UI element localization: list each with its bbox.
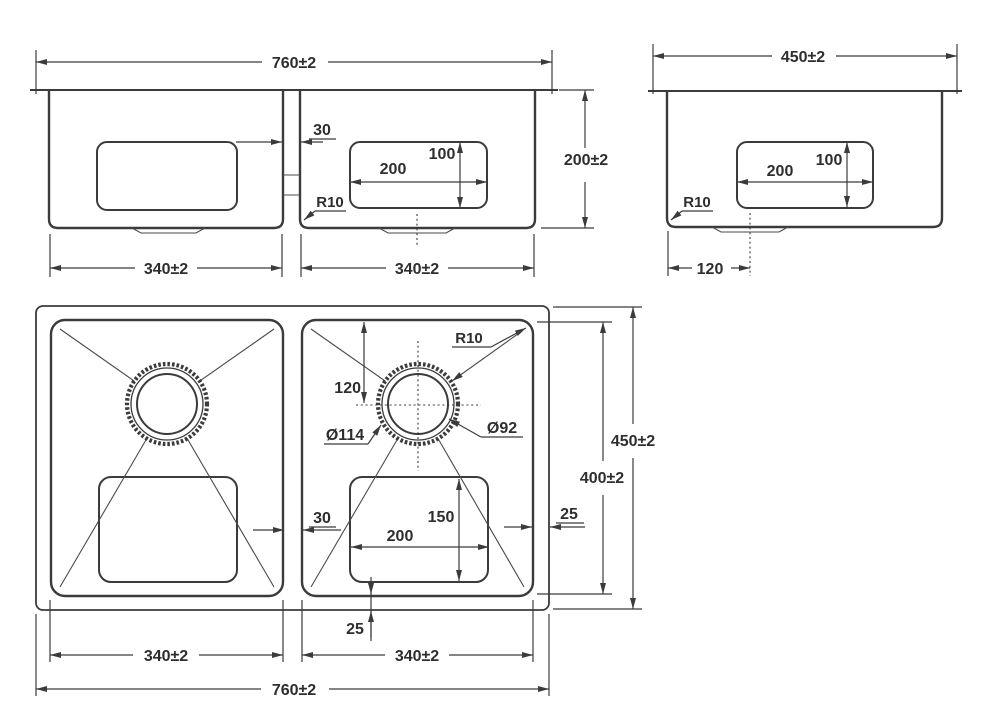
side-corner-radius-dim: R10 <box>683 194 711 211</box>
plan-bowl-depth-dim: 400±2 <box>580 470 624 487</box>
front-drain-panel-width-dim: 200 <box>380 161 407 178</box>
side-bowl-outline <box>665 91 944 229</box>
side-view-outline <box>648 90 962 276</box>
side-overall-depth-dim: 450±2 <box>781 49 825 66</box>
plan-side-margin-dim: 25 <box>560 506 578 523</box>
plan-drain-outer-dia-dim: Ø114 <box>326 427 364 444</box>
plan-bowl-diagonals <box>59 328 525 588</box>
side-view-dimensions: 450±2 200 100 R10 120 <box>652 44 958 278</box>
front-view-dimensions: 760±2 200±2 30 R10 200 100 <box>35 50 608 278</box>
front-left-drain-bump <box>131 227 206 234</box>
side-elevation-view: 450±2 200 100 R10 120 <box>648 44 962 278</box>
plan-overall-width-dim: 760±2 <box>272 682 316 699</box>
side-drain-panel-height-dim: 100 <box>816 152 843 169</box>
plan-left-drain <box>124 361 210 447</box>
front-right-drain-bump <box>378 227 456 234</box>
plan-left-bowl <box>49 318 285 598</box>
plan-right-drain-recess <box>349 476 489 583</box>
front-right-drain-panel <box>349 141 488 209</box>
side-drain-panel-width-dim: 200 <box>767 163 794 180</box>
plan-right-bowl <box>300 318 535 598</box>
plan-left-bowl-width-dim: 340±2 <box>144 648 188 665</box>
plan-view-dimensions: 120 R10 Ø114 Ø92 30 25 150 <box>35 306 655 699</box>
left-drain-inner-ring <box>136 373 198 435</box>
plan-recess-height-dim: 150 <box>428 509 455 526</box>
front-right-bowl-width-dim: 340±2 <box>395 261 439 278</box>
plan-right-bowl-width-dim: 340±2 <box>395 648 439 665</box>
plan-view-outline <box>35 305 550 611</box>
front-height-dim: 200±2 <box>564 152 608 169</box>
plan-sink-outer-rect <box>35 305 550 611</box>
side-drain-offset-dim: 120 <box>697 261 724 278</box>
front-divider-width-dim: 30 <box>313 122 331 139</box>
side-drain-bump <box>711 226 789 233</box>
plan-corner-radius-dim: R10 <box>455 330 483 347</box>
plan-divider-width-dim: 30 <box>313 510 331 527</box>
front-drain-panel-height-dim: 100 <box>429 146 456 163</box>
front-left-bowl-outline <box>47 90 285 230</box>
front-view-outline <box>30 89 558 247</box>
plan-left-drain-recess <box>98 476 238 583</box>
left-drain-outer-ring <box>124 361 210 447</box>
plan-drain-inner-dia-dim: Ø92 <box>487 420 517 437</box>
plan-recess-width-dim: 200 <box>387 528 414 545</box>
plan-drain-offset-dim: 120 <box>334 380 361 397</box>
front-right-bowl-outline <box>298 90 537 230</box>
front-corner-radius-dim: R10 <box>316 194 344 211</box>
front-elevation-view: 760±2 200±2 30 R10 200 100 <box>30 50 608 278</box>
plan-view: 120 R10 Ø114 Ø92 30 25 150 <box>35 305 655 699</box>
front-left-drain-panel <box>96 141 238 211</box>
side-drain-panel <box>736 141 874 209</box>
plan-overall-depth-dim: 450±2 <box>611 433 655 450</box>
front-left-bowl-width-dim: 340±2 <box>144 261 188 278</box>
plan-bottom-margin-dim: 25 <box>346 621 364 638</box>
front-overall-width-dim: 760±2 <box>272 55 316 72</box>
